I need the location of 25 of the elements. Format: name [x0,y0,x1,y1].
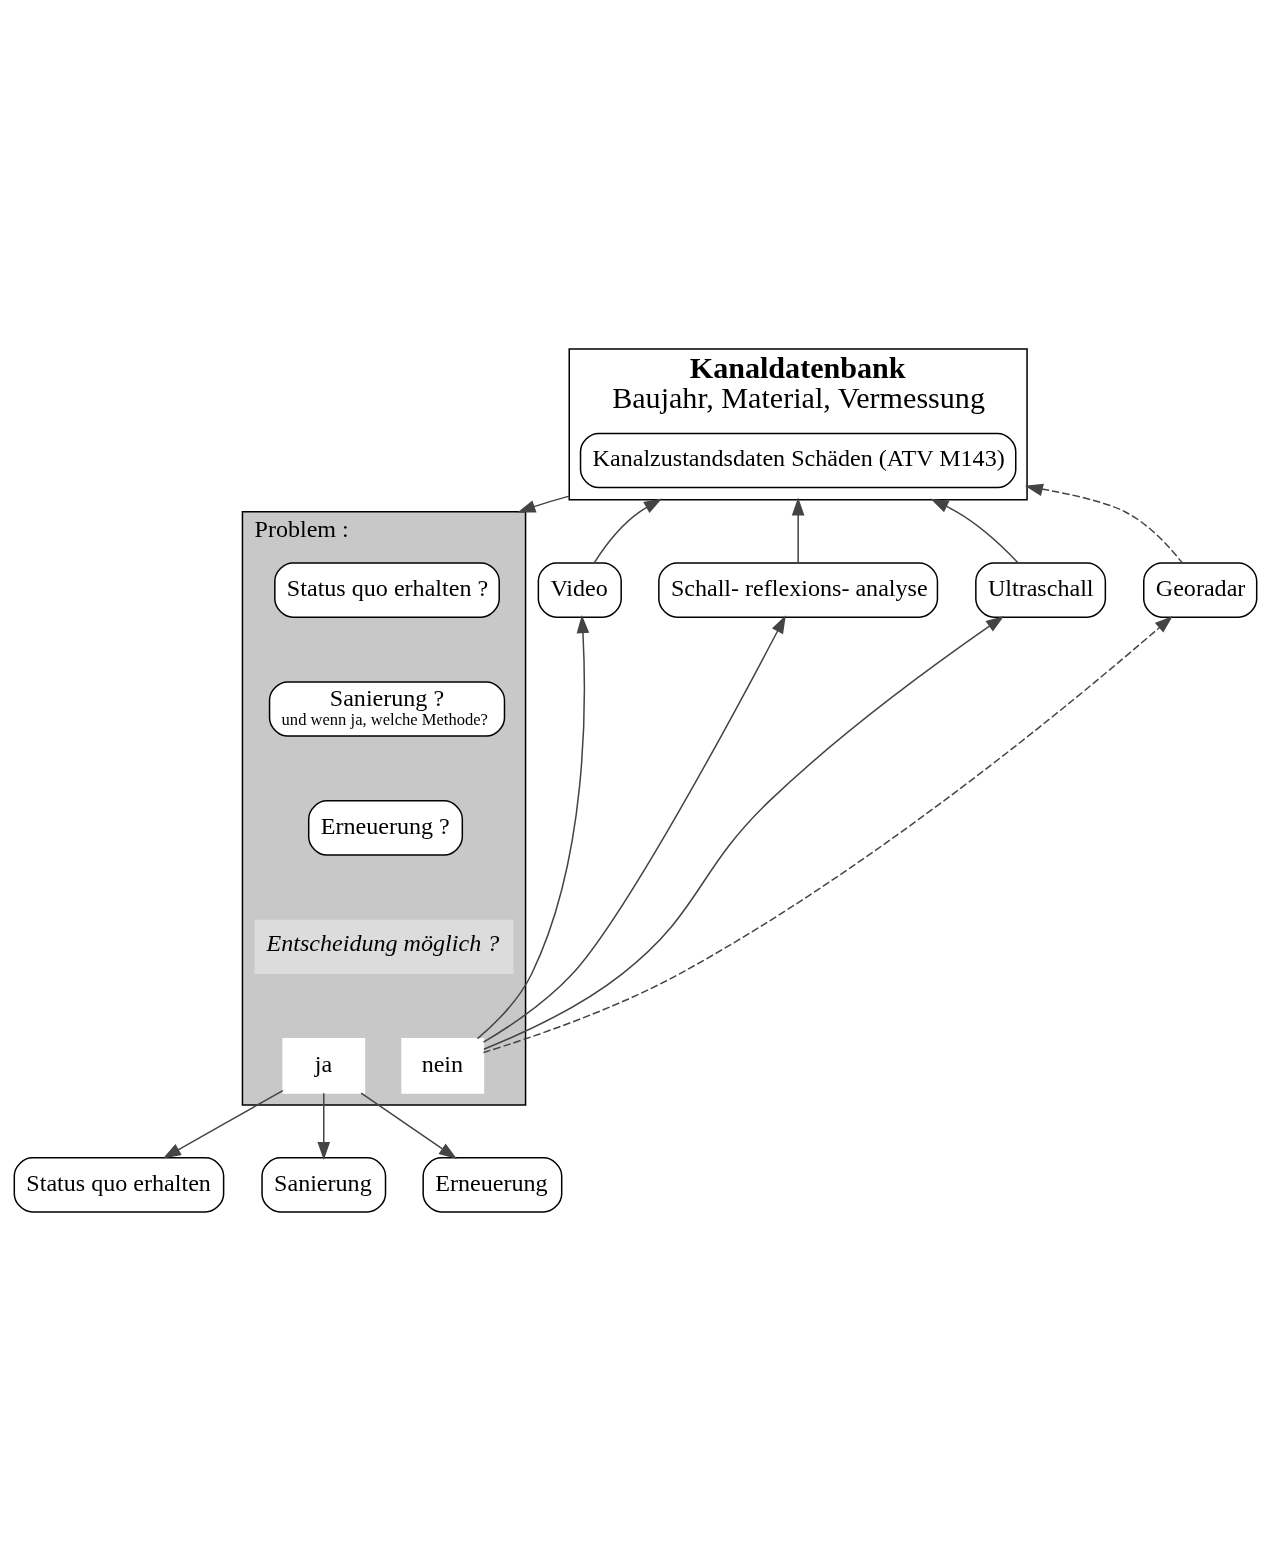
node-box: Status quo erhalten [13,1157,225,1213]
node-box: Schall- reflexions- analyse [658,562,939,618]
arrow [360,1092,457,1159]
arrow [317,1092,331,1160]
arrow [1024,483,1183,564]
node-box: Ultraschall [975,562,1107,618]
arrow [482,615,1173,1054]
node-box: nein [401,1038,485,1094]
node-box: Video [537,562,622,618]
node-box: Georadar [1143,562,1258,618]
arrow [162,1089,284,1159]
node-box: Sanierung [261,1157,387,1213]
arrow [517,495,570,513]
node-box: ja [282,1038,366,1094]
node-box: Erneuerung ? [307,800,464,856]
node-box: Status quo erhalten ? [274,562,500,618]
arrow [476,614,590,1040]
node-box: Erneuerung [422,1157,563,1213]
node-box: Kanalzustandsdaten Schäden (ATV M143) [579,432,1017,489]
arrow [483,616,1005,1050]
arrow [593,498,663,564]
node-box: Sanierung ? und wenn ja, welche Methode? [268,681,506,737]
arrow [791,497,805,564]
arrow [930,498,1019,564]
arrow [482,615,786,1043]
